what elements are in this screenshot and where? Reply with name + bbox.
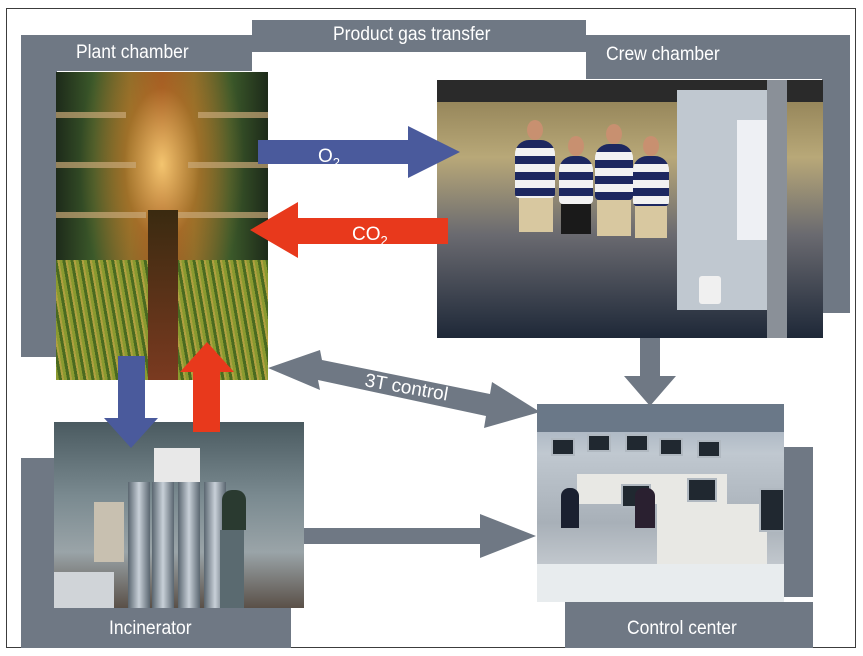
control-double-arrow [268, 350, 540, 428]
control-center-photo [537, 404, 784, 602]
o2-label: O2 [318, 146, 340, 170]
co2-label: CO2 [352, 224, 388, 248]
incinerator-to-control-arrow [304, 514, 536, 558]
incinerator-panel [21, 606, 291, 648]
plant-chamber-panel-side [21, 35, 57, 357]
control-center-label: Control center [627, 618, 737, 639]
control-center-panel [565, 602, 813, 648]
incinerator-photo [54, 422, 304, 608]
3t-control-label: 3T control [363, 370, 450, 405]
co2-arrow [250, 202, 448, 258]
incinerator-to-plant-arrow [180, 342, 234, 432]
control-center-panel-side [784, 447, 813, 597]
plant-to-incinerator-arrow [104, 356, 158, 448]
crew-chamber-label: Crew chamber [606, 44, 720, 65]
crew-chamber-panel-side [822, 35, 850, 313]
plant-chamber-label: Plant chamber [76, 42, 189, 63]
plant-chamber-panel [21, 35, 252, 71]
product-gas-transfer-label: Product gas transfer [333, 24, 491, 45]
crew-chamber-photo [437, 80, 823, 338]
incinerator-label: Incinerator [109, 618, 192, 639]
o2-sub: 2 [333, 155, 340, 170]
co2-sub: 2 [381, 233, 388, 248]
crew-chamber-panel [586, 35, 850, 79]
o2-arrow [258, 126, 460, 178]
crew-to-control-arrow [624, 338, 676, 406]
co2-main: CO [352, 224, 381, 245]
product-gas-banner [252, 20, 586, 52]
o2-main: O [318, 146, 333, 167]
